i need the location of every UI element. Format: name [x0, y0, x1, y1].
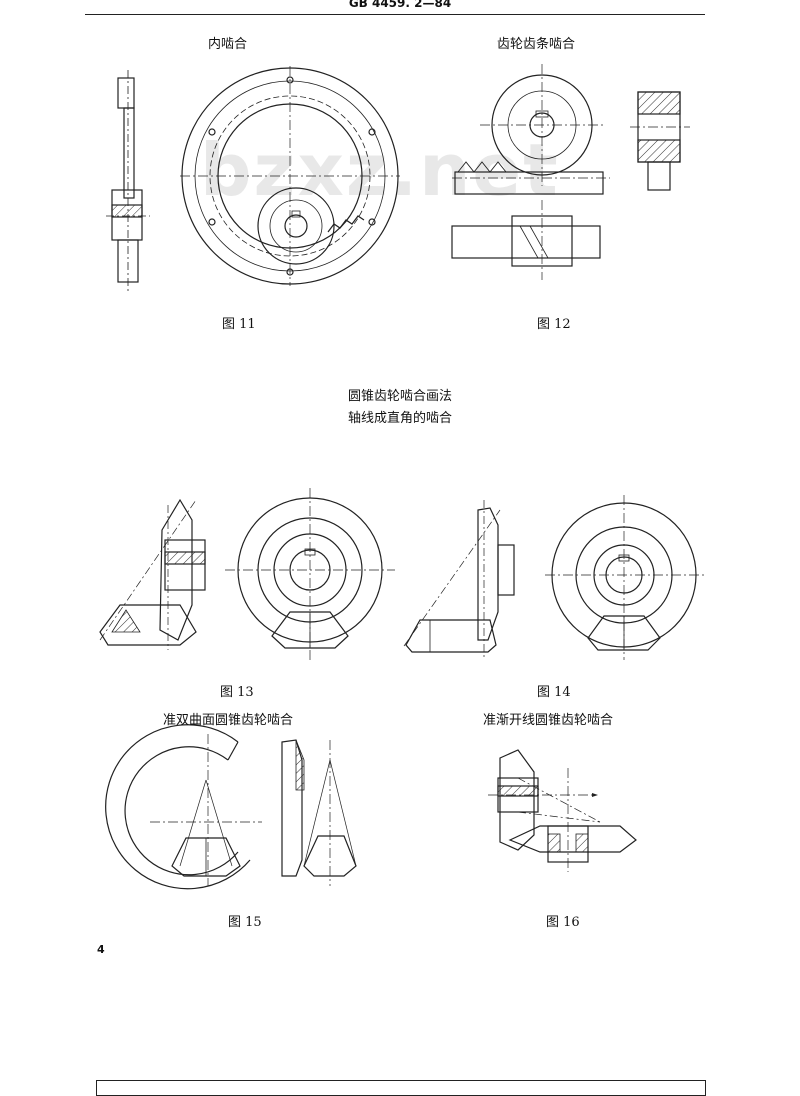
fig15-hypoid — [105, 724, 357, 890]
figure-label-16: 图 16 — [546, 915, 580, 930]
caption-bevel-title: 圆锥齿轮啮合画法 — [347, 389, 452, 404]
header-rule — [85, 14, 705, 15]
footer-frame — [96, 1080, 706, 1096]
page-header: GB 4459. 2—84 — [0, 0, 800, 18]
fig12-gear-rack — [451, 64, 690, 280]
caption-bevel-subtitle: 轴线成直角的啮合 — [347, 411, 452, 426]
figure-label-14: 图 14 — [537, 685, 571, 700]
figure-label-12: 图 12 — [537, 317, 571, 332]
standard-number: GB 4459. 2—84 — [348, 0, 452, 10]
caption-inner-mesh: 内啮合 — [208, 37, 248, 52]
figure-label-11: 图 11 — [222, 317, 256, 332]
fig14-front-view — [545, 495, 705, 660]
caption-hypoid: 准双曲面圆锥齿轮啮合 — [163, 713, 294, 728]
figure-label-13: 图 13 — [220, 685, 254, 700]
caption-rack-mesh: 齿轮齿条啮合 — [497, 37, 576, 52]
fig11-front-view — [180, 66, 400, 286]
fig11-side-section — [106, 70, 150, 292]
page-number: 4 — [97, 943, 105, 956]
fig14-bevel-side — [403, 500, 515, 658]
fig13-front-view — [225, 488, 395, 660]
caption-bevel-block: 圆锥齿轮啮合画法 轴线成直角的啮合 — [290, 386, 510, 430]
caption-quasi-involute: 准渐开线圆锥齿轮啮合 — [483, 713, 614, 728]
fig13-bevel-section — [99, 498, 206, 650]
fig16-quasi-involute — [488, 749, 637, 872]
figure-label-15: 图 15 — [228, 915, 262, 930]
